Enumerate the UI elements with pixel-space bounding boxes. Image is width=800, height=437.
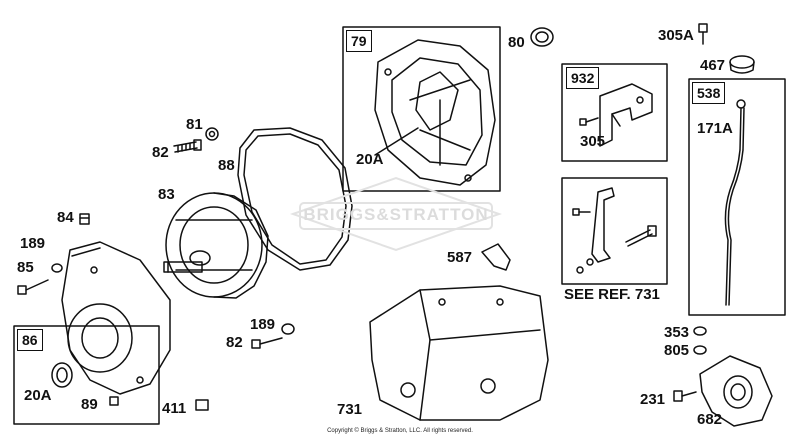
washer-805 bbox=[693, 345, 707, 355]
blower-housing-731 bbox=[369, 285, 549, 421]
box-932 bbox=[561, 63, 668, 162]
seal-20A bbox=[51, 362, 73, 388]
label-305: 305 bbox=[580, 133, 606, 150]
brand-watermark-shape bbox=[289, 176, 503, 252]
label-80: 80 bbox=[508, 34, 525, 51]
nut-81 bbox=[205, 127, 219, 141]
see-reference-note: SEE REF. 731 bbox=[564, 286, 660, 303]
rotor-83 bbox=[163, 192, 269, 299]
box-538 bbox=[688, 78, 786, 316]
label-305A: 305A bbox=[658, 27, 694, 44]
label-538: 538 bbox=[692, 82, 726, 104]
plug-89 bbox=[109, 396, 119, 406]
label-82-lower: 82 bbox=[226, 334, 243, 351]
washer-189-lower bbox=[281, 323, 295, 335]
flange-682 bbox=[699, 355, 773, 427]
label-85: 85 bbox=[17, 259, 34, 276]
label-86: 86 bbox=[17, 329, 43, 351]
label-231: 231 bbox=[640, 391, 666, 408]
washer-189 bbox=[51, 263, 63, 273]
label-84: 84 bbox=[57, 209, 74, 226]
label-587: 587 bbox=[447, 249, 473, 266]
seal-80 bbox=[530, 27, 554, 47]
label-467: 467 bbox=[700, 57, 726, 74]
screw-305 bbox=[579, 117, 599, 126]
label-82-top: 82 bbox=[152, 144, 169, 161]
label-20A-bottom: 20A bbox=[24, 387, 52, 404]
dipstick-tube-538 bbox=[724, 99, 746, 306]
label-171A: 171A bbox=[697, 120, 733, 137]
label-805: 805 bbox=[664, 342, 690, 359]
screw-82-lower bbox=[251, 337, 283, 349]
box-see-ref bbox=[561, 177, 668, 285]
label-20A-top: 20A bbox=[356, 151, 384, 168]
gasket-88 bbox=[237, 127, 353, 271]
label-79: 79 bbox=[346, 30, 372, 52]
label-411: 411 bbox=[162, 400, 187, 417]
label-83: 83 bbox=[158, 186, 175, 203]
screw-231 bbox=[673, 390, 697, 402]
plug-84 bbox=[79, 213, 90, 225]
clip-587 bbox=[481, 243, 511, 271]
label-81: 81 bbox=[186, 116, 203, 133]
label-89: 89 bbox=[81, 396, 98, 413]
brand-watermark: BRIGGS&STRATTON bbox=[303, 205, 489, 224]
label-682: 682 bbox=[697, 411, 723, 428]
box-79 bbox=[342, 26, 501, 192]
nut-353 bbox=[693, 326, 707, 336]
label-88: 88 bbox=[218, 157, 235, 174]
strap-bracket bbox=[572, 187, 657, 274]
bracket-932 bbox=[599, 83, 653, 147]
screw-82-top bbox=[173, 139, 202, 153]
box-86 bbox=[13, 325, 160, 425]
clip-411 bbox=[195, 399, 209, 411]
label-731: 731 bbox=[337, 401, 363, 418]
label-189-lower: 189 bbox=[250, 316, 276, 333]
label-353: 353 bbox=[664, 324, 690, 341]
housing-79 bbox=[374, 39, 496, 186]
copyright-notice: Copyright © Briggs & Stratton, LLC. All … bbox=[327, 428, 473, 434]
label-189-left: 189 bbox=[20, 235, 46, 252]
cap-467 bbox=[729, 55, 755, 74]
end-cap bbox=[61, 241, 171, 395]
label-932: 932 bbox=[566, 67, 600, 89]
screw-305A bbox=[698, 23, 708, 45]
screw-85 bbox=[17, 279, 49, 295]
